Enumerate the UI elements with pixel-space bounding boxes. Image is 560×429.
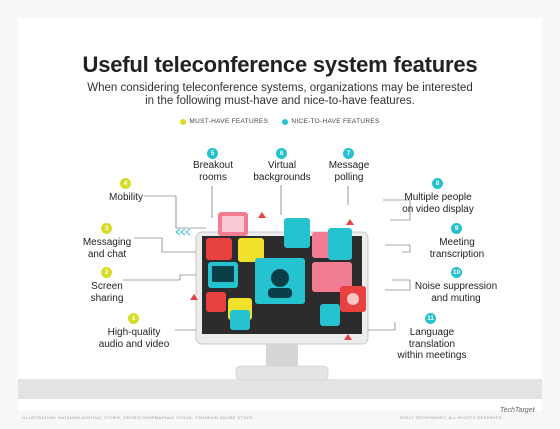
feature-audio-video: High-quality audio and video	[88, 327, 180, 350]
must-have-dot	[180, 118, 187, 125]
legend-nice-to-have: NICE-TO-HAVE FEATURES	[282, 118, 379, 125]
feature-noise-line2: and muting	[431, 292, 481, 304]
badge-11: 11	[425, 313, 436, 324]
feature-virtual-backgrounds: Virtual backgrounds	[240, 160, 324, 183]
feature-screen-sharing-line2: sharing	[90, 292, 124, 304]
feature-audio-video-line2: audio and video	[98, 338, 170, 350]
tile-transcription	[312, 262, 352, 292]
brand-logo: TechTarget	[500, 407, 535, 414]
up-arrow-icon	[258, 212, 266, 218]
connector-11	[366, 322, 396, 331]
feature-transcription-line1: Meeting	[439, 237, 475, 248]
up-arrow-icon-4	[344, 334, 352, 340]
feature-polling-line1: Message	[328, 160, 370, 171]
feature-transcription-line2: transcription	[429, 248, 485, 260]
feature-mobility: Mobility	[90, 192, 162, 204]
badge-8: 8	[432, 178, 443, 189]
feature-multiple-line2: on video display	[402, 203, 474, 215]
feature-multiple-line1: Multiple people	[404, 192, 472, 203]
badge-4: 4	[120, 178, 131, 189]
connector-lines	[123, 185, 411, 331]
connector-2	[123, 274, 200, 281]
legend-must-have-label: MUST-HAVE FEATURES	[189, 118, 269, 125]
copyright: ©2021 TECHTARGET. ALL RIGHTS RESERVED	[400, 415, 503, 420]
connector-3	[134, 237, 200, 253]
legend-nice-to-have-label: NICE-TO-HAVE FEATURES	[291, 118, 380, 125]
feature-transcription: Meeting transcription	[420, 237, 494, 260]
legend: MUST-HAVE FEATURES NICE-TO-HAVE FEATURES	[0, 118, 560, 127]
legend-must-have: MUST-HAVE FEATURES	[180, 118, 268, 125]
decorative-marks	[190, 212, 354, 340]
page-title: Useful teleconference system features	[82, 52, 478, 77]
badge-5: 5	[207, 148, 218, 159]
chevron-marks	[175, 228, 191, 236]
feature-language-translation: Language translation within meetings	[386, 327, 478, 362]
tile-chat-yellow	[238, 238, 264, 262]
tile-network	[206, 292, 226, 312]
video-tiles	[206, 212, 366, 330]
connector-10	[385, 279, 411, 291]
up-arrow-icon-3	[190, 294, 198, 300]
feature-screen-sharing-line1: Screen	[91, 281, 123, 292]
subtitle-line-1: When considering teleconference systems,…	[87, 82, 473, 94]
feature-language-line2: translation	[408, 338, 456, 350]
feature-noise-line1: Noise suppression	[414, 281, 498, 292]
feature-noise-suppression: Noise suppression and muting	[400, 281, 512, 304]
tile-translate	[320, 304, 340, 326]
badge-7: 7	[343, 148, 354, 159]
feature-screen-sharing: Screen sharing	[72, 281, 142, 304]
tile-multiple-people	[328, 228, 352, 260]
feature-multiple-people: Multiple people on video display	[392, 192, 484, 215]
feature-polling-line2: polling	[334, 171, 364, 183]
connector-8	[383, 199, 411, 221]
floor-band	[18, 379, 542, 399]
feature-audio-video-line1: High-quality	[107, 327, 161, 338]
feature-breakout-line1: Breakout	[192, 160, 234, 171]
tile-virtual-background	[284, 218, 310, 248]
badge-3: 3	[101, 223, 112, 234]
connector-9	[385, 244, 411, 253]
feature-breakout-rooms: Breakout rooms	[178, 160, 248, 183]
feature-virtual-line1: Virtual	[267, 160, 297, 171]
feature-virtual-line2: backgrounds	[253, 171, 311, 183]
feature-mobility-label: Mobility	[109, 192, 143, 203]
subtitle-line-2: in the following must-have and nice-to-h…	[145, 95, 415, 107]
monitor-neck	[266, 344, 298, 366]
feature-breakout-line2: rooms	[199, 171, 227, 183]
badge-2: 2	[101, 267, 112, 278]
up-arrow-icon-2	[346, 219, 354, 225]
tile-camera	[230, 310, 250, 330]
feature-language-line3: within meetings	[397, 350, 467, 361]
feature-message-polling: Message polling	[314, 160, 384, 183]
badge-10: 10	[451, 267, 462, 278]
feature-messaging-line2: and chat	[87, 248, 127, 260]
nice-to-have-dot	[282, 118, 289, 125]
badge-6: 6	[276, 148, 287, 159]
monitor-base	[235, 365, 329, 381]
badge-1: 1	[128, 313, 139, 324]
badge-9: 9	[451, 223, 462, 234]
subtitle: When considering teleconference systems,…	[0, 82, 560, 108]
illustration-credit: ILLUSTRATION: NATANAELGINTING, OTHER, GE…	[22, 415, 254, 420]
connector-4	[144, 195, 206, 229]
feature-language-line1: Language	[409, 327, 455, 338]
feature-messaging: Messaging and chat	[72, 237, 142, 260]
feature-messaging-line1: Messaging	[82, 237, 132, 248]
tile-chat-red	[206, 238, 232, 260]
